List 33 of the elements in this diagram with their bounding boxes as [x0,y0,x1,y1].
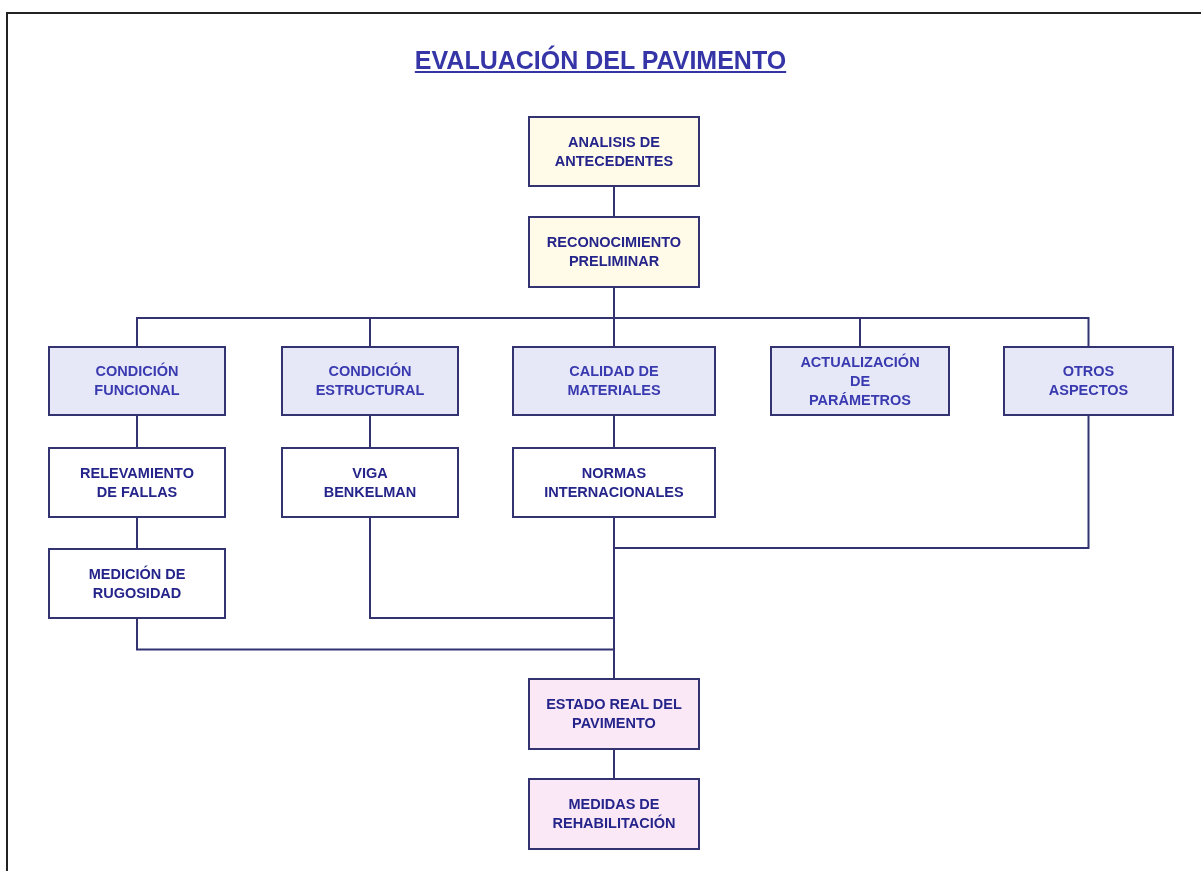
box-label: MEDIDAS DE REHABILITACIÓN [551,795,677,833]
connector-line [369,415,371,448]
connector-line [613,186,615,217]
process-box [512,447,716,518]
box-label: RELEVAMIENTO DE FALLAS [79,463,195,502]
box-label: ACTUALIZACIÓN DE PARÁMETROS [799,352,921,410]
connector-line [613,415,615,448]
connector-line [613,749,615,779]
process-box [281,346,459,416]
box-label: NORMAS INTERNACIONALES [543,463,685,502]
process-box [528,678,700,750]
process-box [1003,346,1174,416]
box-label: ANALISIS DE ANTECEDENTES [553,132,675,171]
connector-line [136,415,138,448]
process-box [528,778,700,850]
process-box [528,216,700,288]
box-label: VIGA BENKELMAN [322,463,418,502]
process-box [770,346,950,416]
connector-line [136,517,138,549]
box-label: CALIDAD DE MATERIALES [566,362,662,400]
process-box [528,116,700,187]
process-box [48,346,226,416]
box-label: ESTADO REAL DEL PAVIMENTO [545,695,683,733]
process-box [48,447,226,518]
process-box [48,548,226,619]
box-label: RECONOCIMIENTO PRELIMINAR [545,233,683,271]
box-label: CONDICIÓN ESTRUCTURAL [314,362,426,400]
box-label: MEDICIÓN DE RUGOSIDAD [87,564,187,603]
box-label: CONDICIÓN FUNCIONAL [93,362,181,400]
box-label: OTROS ASPECTOS [1047,362,1130,400]
process-box [512,346,716,416]
process-box [281,447,459,518]
diagram-title: EVALUACIÓN DEL PAVIMENTO [414,46,787,74]
